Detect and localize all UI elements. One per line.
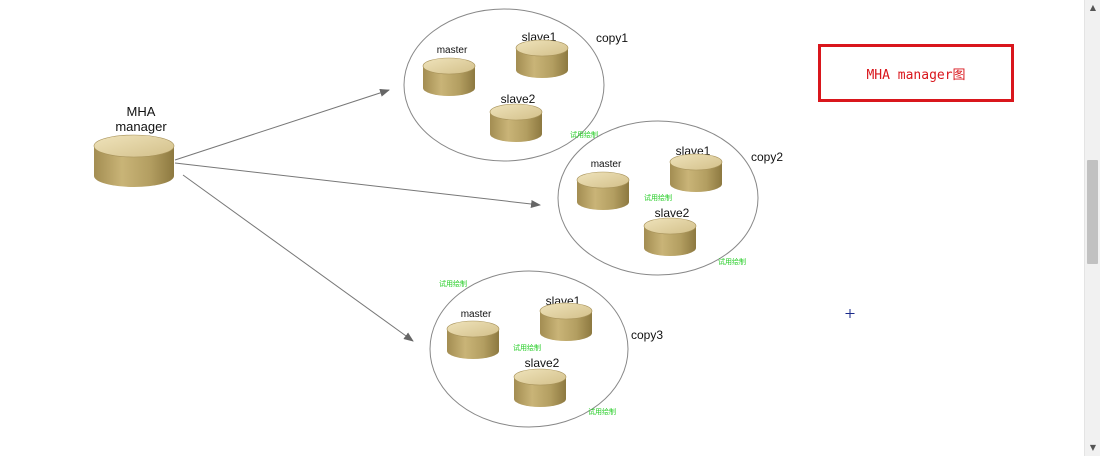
caption-box: MHA manager图 (818, 44, 1014, 102)
cluster-name: copy3 (631, 328, 663, 342)
master-label: master (591, 159, 622, 170)
trial-watermark: 试用绘制 (588, 407, 616, 416)
slave1-database-icon (539, 302, 593, 342)
slave2-database-icon (643, 217, 697, 257)
scroll-thumb[interactable] (1087, 160, 1098, 264)
cluster-name: copy2 (751, 150, 783, 164)
trial-watermark: 试用绘制 (644, 193, 672, 202)
slave1-database-icon (515, 39, 569, 79)
slave2-label: slave2 (655, 206, 690, 220)
manager-database-icon (93, 134, 175, 188)
arrow-to-copy3 (182, 174, 414, 342)
master-label: master (437, 45, 468, 56)
scroll-up-arrow-icon[interactable]: ▲ (1089, 3, 1097, 12)
cluster-copy3: copy3 master slave1 slave2 试用绘制 试用绘制 试用绘… (429, 270, 663, 428)
mha-manager-node: MHA manager (93, 104, 175, 188)
manager-label-line2: manager (115, 119, 167, 134)
slave2-label: slave2 (501, 92, 536, 106)
master-database-icon (422, 57, 476, 97)
slave1-database-icon (669, 153, 723, 193)
slave2-database-icon (513, 368, 567, 408)
caption-text: MHA manager图 (866, 67, 966, 83)
trial-watermark: 试用绘制 (570, 130, 598, 139)
cluster-copy2: copy2 master slave1 slave2 试用绘制 试用绘制 (557, 120, 783, 276)
master-label: master (461, 309, 492, 320)
slave2-database-icon (489, 103, 543, 143)
scroll-down-arrow-icon[interactable]: ▼ (1089, 443, 1097, 452)
slave2-label: slave2 (525, 356, 560, 370)
crosshair-cursor-icon (845, 309, 855, 318)
cluster-copy1: copy1 master slave1 slave2 试用绘制 (403, 8, 628, 162)
arrow-to-copy1 (174, 88, 390, 161)
manager-label-line1: MHA (127, 104, 156, 119)
master-database-icon (446, 320, 500, 360)
cluster-name: copy1 (596, 31, 628, 45)
master-database-icon (576, 171, 630, 211)
vertical-scrollbar[interactable]: ▲ ▼ (1084, 0, 1100, 456)
trial-watermark: 试用绘制 (439, 279, 467, 288)
connection-arrows (174, 88, 541, 342)
trial-watermark: 试用绘制 (718, 257, 746, 266)
arrow-to-copy2 (174, 162, 541, 208)
trial-watermark: 试用绘制 (513, 343, 541, 352)
